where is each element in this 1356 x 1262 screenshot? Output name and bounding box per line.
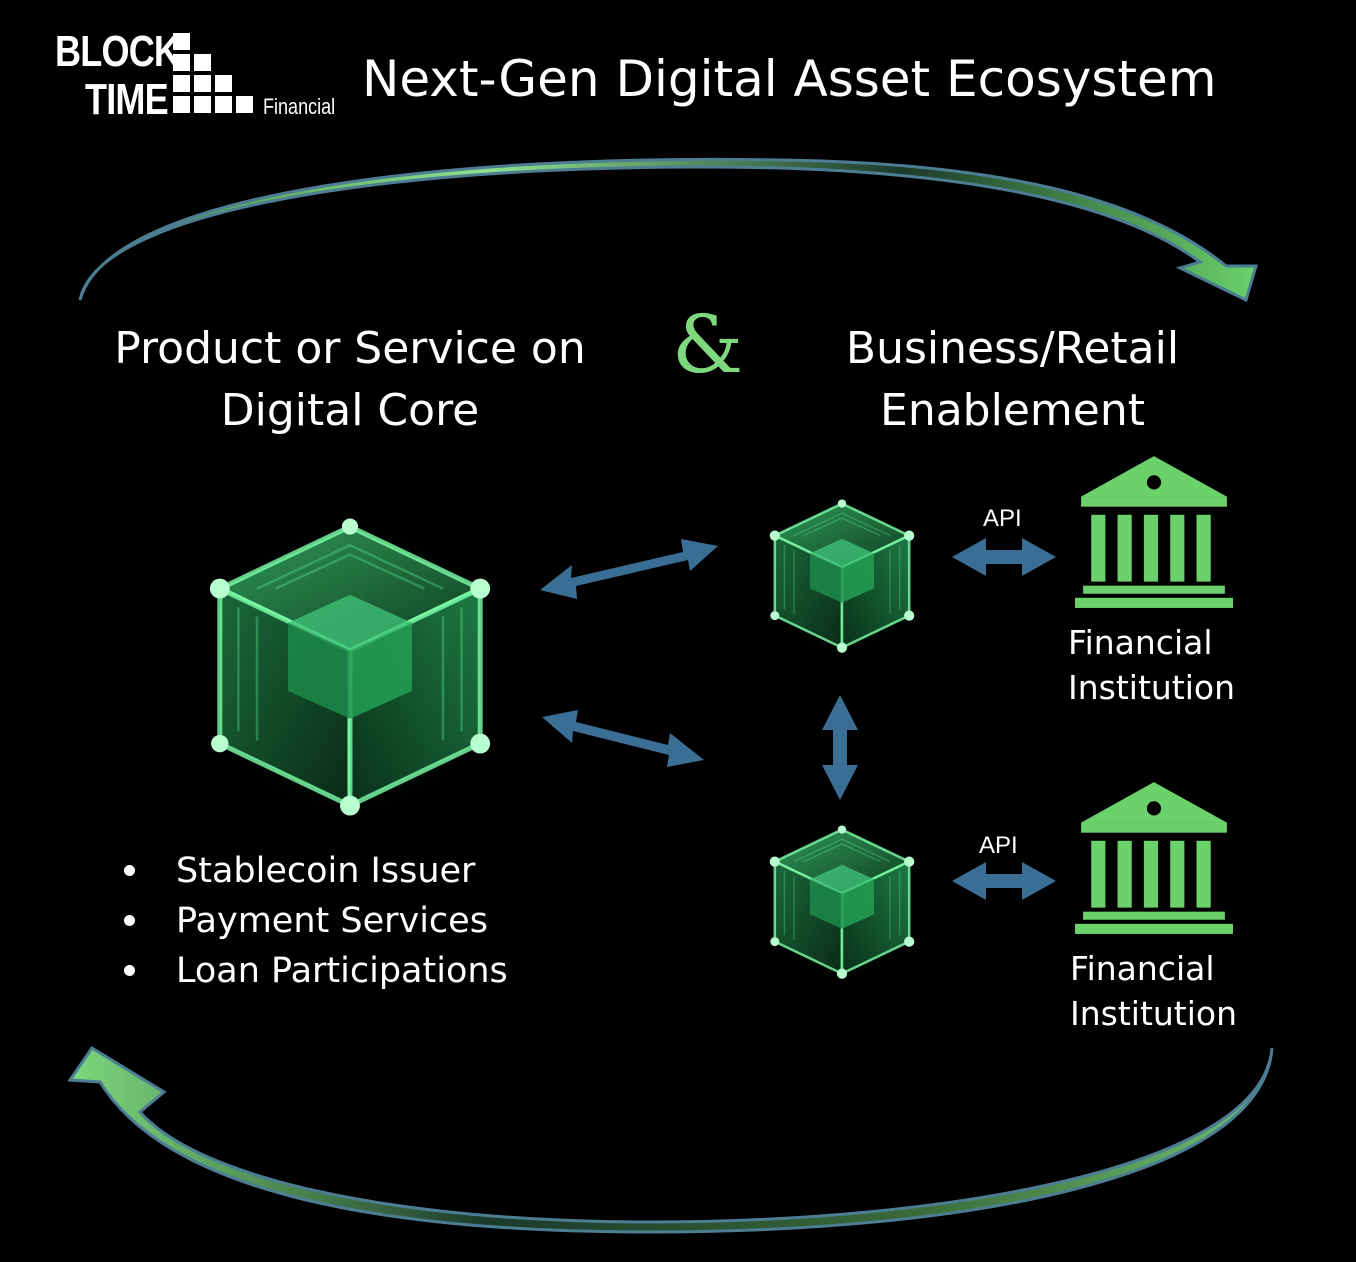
cube-node-icon [758,494,926,654]
bullet-dot [124,865,135,876]
bank-icon [1075,782,1233,934]
left-heading: Product or Service on Digital Core [60,318,640,442]
list-item-label: Payment Services [176,901,488,941]
bullet-dot [124,965,135,976]
right-heading: Business/Retail Enablement [775,318,1250,442]
logo-word-block: BLOCK [55,27,180,76]
top-cycle-arrow-icon [78,157,1259,303]
bullet-dot [124,915,135,926]
institution-label-line2: Institution [1068,668,1236,707]
api-label: API [979,832,1018,859]
logo-block [173,75,190,92]
institution-label: Financial Institution [1068,620,1235,710]
cube-core-icon [189,508,511,830]
logo-block [194,54,211,71]
page-title: Next-Gen Digital Asset Ecosystem [362,50,1217,108]
logo-block [194,75,211,92]
bank-icon [1075,456,1233,608]
institution-label: Financial Institution [1070,946,1237,1036]
logo-block [215,75,232,92]
service-list: Stablecoin Issuer Payment Services Loan … [120,846,508,996]
bottom-cycle-arrow-icon [67,1045,1274,1234]
institution-label-line1: Financial [1070,949,1215,988]
list-item: Payment Services [120,896,508,946]
institution-label-line2: Institution [1070,994,1238,1033]
cube-node-icon [758,820,926,980]
logo-block [173,33,190,50]
left-heading-line1: Product or Service on [114,323,586,374]
left-heading-line2: Digital Core [220,385,480,436]
blocktime-logo: BLOCK TIME Financial [55,30,345,125]
logo-block [173,96,190,113]
logo-block [173,54,190,71]
logo-block [215,96,232,113]
list-item-label: Loan Participations [176,951,508,991]
logo-word-time: TIME [85,75,169,124]
api-label: API [983,505,1022,532]
right-heading-line2: Enablement [880,385,1145,436]
ampersand-symbol: & [672,298,744,391]
logo-block [236,96,253,113]
double-arrow-icon [540,538,1056,900]
logo-block [194,96,211,113]
right-heading-line1: Business/Retail [845,323,1180,374]
list-item: Loan Participations [120,946,508,996]
list-item-label: Stablecoin Issuer [176,851,476,891]
list-item: Stablecoin Issuer [120,846,508,896]
logo-subtitle: Financial [263,94,336,119]
institution-label-line1: Financial [1068,623,1213,662]
